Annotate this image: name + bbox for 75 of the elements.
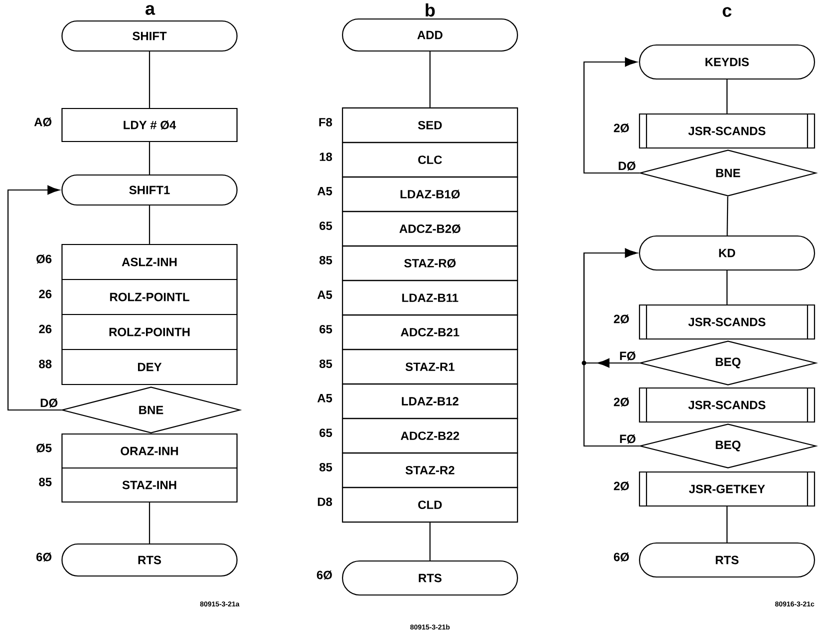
opcode-label: 85 — [319, 360, 332, 368]
process-box: ADCZ-B21 — [342, 314, 518, 350]
connector-line — [148, 52, 150, 108]
arrow — [583, 248, 640, 447]
connector-line — [429, 522, 431, 560]
process-box: STAZ-INH — [61, 467, 238, 503]
terminal-box: RTS — [61, 543, 238, 577]
connector-line — [726, 196, 728, 236]
opcode-label: 65 — [320, 324, 332, 334]
opcode-label: FØ — [620, 434, 636, 444]
connector-line — [148, 142, 150, 174]
process-box: DEY — [61, 348, 238, 386]
opcode-label: 85 — [319, 256, 332, 264]
terminal-box: RTS — [638, 542, 816, 578]
process-box: ROLZ-POINTL — [61, 278, 238, 316]
opcode-label: 18 — [320, 152, 332, 162]
connector-line — [726, 270, 728, 304]
opcode-label: 6Ø — [36, 552, 52, 562]
process-box: ADCZ-B2Ø — [342, 211, 518, 247]
opcode-label: DØ — [618, 161, 636, 170]
connector-line — [148, 502, 150, 544]
process-box: ASLZ-INH — [61, 244, 238, 280]
opcode-label: 26 — [39, 324, 52, 334]
process-box: SED — [342, 107, 518, 143]
connector-line — [429, 52, 431, 108]
arrow — [583, 57, 640, 174]
terminal-box: KD — [638, 235, 816, 271]
terminal-box: SHIFT — [61, 20, 238, 52]
opcode-label: F8 — [319, 118, 332, 126]
connector-line — [148, 206, 150, 244]
subroutine-box: JSR-SCANDS — [638, 113, 816, 149]
opcode-label: 2Ø — [614, 314, 629, 324]
subroutine-box: JSR-SCANDS — [638, 387, 816, 423]
subroutine-box: JSR-SCANDS — [638, 304, 816, 340]
subroutine-box: JSR-GETKEY — [638, 471, 816, 507]
terminal-box: ADD — [342, 18, 518, 52]
process-box: STAZ-R2 — [342, 452, 518, 488]
opcode-label: Ø5 — [36, 443, 52, 452]
opcode-label: 2Ø — [614, 397, 629, 406]
opcode-label: D8 — [318, 498, 332, 506]
opcode-label: 85 — [319, 462, 332, 472]
opcode-label: 2Ø — [614, 481, 629, 490]
connector-line — [726, 506, 728, 542]
terminal-box: KEYDIS — [638, 44, 816, 80]
opcode-label: 85 — [38, 478, 52, 486]
process-box: LDY # Ø4 — [61, 108, 238, 142]
process-box: ROLZ-POINTH — [61, 314, 238, 350]
process-box: LDAZ-B1Ø — [342, 176, 518, 212]
opcode-label: DØ — [40, 398, 58, 408]
opcode-label: 65 — [320, 428, 332, 438]
process-box: LDAZ-B11 — [342, 280, 518, 316]
opcode-label: A5 — [317, 394, 332, 402]
terminal-box: SHIFT1 — [61, 174, 238, 206]
process-box: ORAZ-INH — [61, 433, 238, 469]
opcode-label: A5 — [317, 290, 332, 299]
process-box: LDAZ-B12 — [342, 383, 518, 419]
opcode-label: A5 — [317, 187, 332, 196]
opcode-label: 88 — [38, 360, 52, 368]
connector-line — [726, 80, 728, 114]
process-box: ADCZ-B22 — [342, 418, 518, 454]
opcode-label: 26 — [39, 290, 52, 298]
opcode-label: FØ — [620, 351, 636, 360]
opcode-label: 65 — [320, 222, 332, 230]
process-box: CLC — [342, 142, 518, 178]
opcode-label: Ø6 — [36, 254, 52, 264]
process-box: STAZ-R1 — [342, 349, 518, 385]
process-box: STAZ-RØ — [342, 245, 518, 281]
terminal-box: RTS — [342, 560, 518, 596]
opcode-label: 6Ø — [614, 552, 629, 562]
opcode-label: 2Ø — [614, 124, 629, 132]
arrow — [7, 185, 62, 411]
panel-letter: c — [722, 7, 732, 17]
process-box: CLD — [342, 487, 518, 523]
opcode-label: AØ — [34, 118, 52, 126]
opcode-label: 6Ø — [316, 570, 332, 580]
